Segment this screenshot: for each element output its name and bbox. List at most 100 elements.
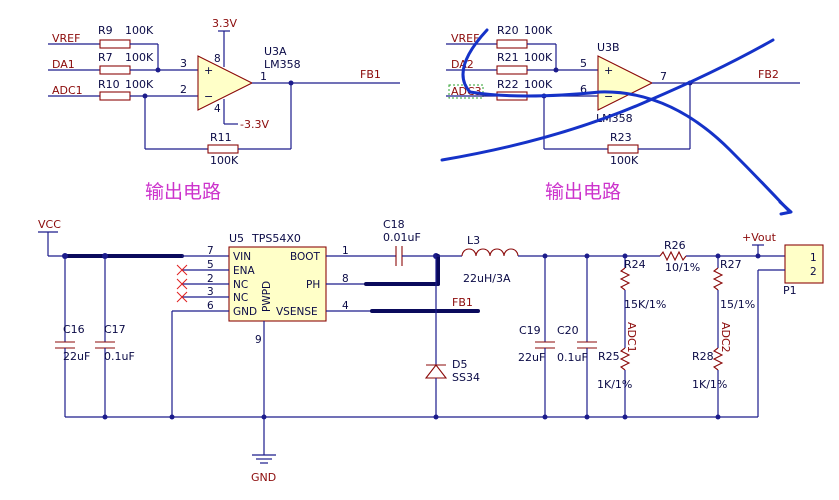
u5-pin-num-nc2: 3	[207, 286, 214, 298]
u5-pin-num-vin: 7	[207, 245, 214, 257]
u3b-pin-plus: 5	[580, 57, 587, 70]
resistor-r21	[496, 65, 528, 75]
no-connect-ena	[176, 264, 188, 276]
c19-ref: C19	[519, 324, 541, 337]
r21-ref: R21	[497, 51, 519, 64]
u5-pin-num-nc1: 2	[207, 273, 214, 285]
net-label-adc2-vertical: ADC2	[719, 322, 732, 353]
u3a-pin-minus: 2	[180, 83, 187, 96]
supply-neg: -3.3V	[240, 118, 269, 131]
net-label-fb1-bottom: FB1	[452, 296, 473, 309]
u5-ref: U5	[229, 232, 244, 245]
r26-value: 10/1%	[665, 261, 700, 274]
u3a-pin-plus: 3	[180, 57, 187, 70]
caption-output-circuit-right: 输出电路	[545, 181, 621, 203]
opamp-b-circuit: VREF R20 100K DA2 R21 100K ADC3 R22 100K…	[440, 24, 800, 216]
u5-pin-ph: PH	[306, 279, 320, 291]
pen-strike-arrowhead	[778, 200, 793, 216]
u5-pin-gnd: GND	[233, 306, 257, 318]
u3b-pin-minus: 6	[580, 83, 587, 96]
caption-output-circuit-left: 输出电路	[145, 181, 221, 203]
u5-pin-nc2: NC	[233, 292, 248, 304]
u5-pin-pwpd: PWPD	[261, 281, 273, 312]
resistor-r28	[712, 347, 724, 371]
resistor-r23	[607, 144, 639, 154]
pen-strike-line	[440, 38, 775, 162]
u3a-ref: U3A	[264, 45, 287, 58]
u5-pin-num-pwpd: 9	[255, 334, 262, 346]
c16-value: 22uF	[63, 350, 90, 363]
net-label-da1: DA1	[52, 58, 75, 71]
d5-ref: D5	[452, 358, 467, 371]
net-label-da2: DA2	[451, 58, 474, 71]
r10-value: 100K	[125, 78, 154, 91]
r10-ref: R10	[98, 78, 120, 91]
resistor-r11	[207, 144, 239, 154]
opamp-u3b	[597, 55, 654, 111]
u5-pin-num-vsense: 4	[342, 300, 349, 312]
net-label-vout: +Vout	[742, 231, 777, 244]
l3-ref: L3	[467, 234, 480, 247]
connector-p1	[784, 244, 824, 284]
r7-ref: R7	[98, 51, 113, 64]
c18-ref: C18	[383, 218, 405, 231]
r9-value: 100K	[125, 24, 154, 37]
resistor-r24	[619, 267, 631, 291]
r28-ref: R28	[692, 350, 714, 363]
u3b-part: LM358	[596, 112, 633, 125]
p1-pin2: 2	[810, 266, 817, 278]
r24-ref: R24	[624, 258, 646, 271]
r23-ref: R23	[610, 131, 632, 144]
c17-value: 0.1uF	[104, 350, 135, 363]
u3a-pin-vn: 4	[214, 103, 221, 115]
u5-pin-nc1: NC	[233, 279, 248, 291]
r27-value: 15/1%	[720, 298, 755, 311]
d5-value: SS34	[452, 371, 480, 384]
net-label-adc1-vertical: ADC1	[625, 322, 638, 353]
r20-ref: R20	[497, 24, 519, 37]
resistor-r7	[99, 65, 131, 75]
r11-ref: R11	[210, 131, 232, 144]
net-label-fb2: FB2	[758, 68, 779, 81]
u3b-minus-sign: −	[604, 90, 613, 103]
u3b-pin-out: 7	[660, 70, 667, 83]
u5-pin-boot: BOOT	[290, 251, 321, 263]
pen-strike-curve	[461, 28, 792, 214]
r21-value: 100K	[524, 51, 553, 64]
r22-value: 100K	[524, 78, 553, 91]
r23-value: 100K	[610, 154, 639, 167]
net-label-adc3: ADC3	[451, 85, 482, 98]
diode-d5	[424, 364, 448, 379]
resistor-r26	[659, 250, 687, 262]
u3b-ref: U3B	[597, 41, 620, 54]
resistor-r10	[99, 91, 131, 101]
resistor-r9	[99, 39, 131, 49]
net-label-fb1-top: FB1	[360, 68, 381, 81]
u5-pin-ena: ENA	[233, 265, 255, 277]
c20-ref: C20	[557, 324, 579, 337]
c19-value: 22uF	[518, 351, 545, 364]
resistor-r27	[712, 267, 724, 291]
u3a-pin-vp: 8	[214, 53, 221, 65]
r25-value: 1K/1%	[597, 378, 632, 391]
u3b-plus-sign: +	[604, 64, 613, 77]
r28-value: 1K/1%	[692, 378, 727, 391]
c17-ref: C17	[104, 323, 126, 336]
u3a-part: LM358	[264, 58, 301, 71]
buck-converter-circuit: VCC C16 22uF C17 0.1uF U5 TPS54X0 VIN EN…	[38, 218, 824, 484]
u3a-minus-sign: −	[204, 90, 213, 103]
r26-ref: R26	[664, 239, 686, 252]
net-label-vref-right: VREF	[451, 32, 479, 45]
u5-pin-num-boot: 1	[342, 245, 349, 257]
p1-ref: P1	[783, 284, 797, 297]
u5-pin-num-ena: 5	[207, 259, 214, 271]
r7-value: 100K	[125, 51, 154, 64]
u5-pin-num-gnd: 6	[207, 300, 214, 312]
r9-ref: R9	[98, 24, 113, 37]
u3a-pin-out: 1	[260, 70, 267, 83]
u3a-plus-sign: +	[204, 64, 213, 77]
p1-pin1: 1	[810, 252, 817, 264]
r20-value: 100K	[524, 24, 553, 37]
resistor-r20	[496, 39, 528, 49]
